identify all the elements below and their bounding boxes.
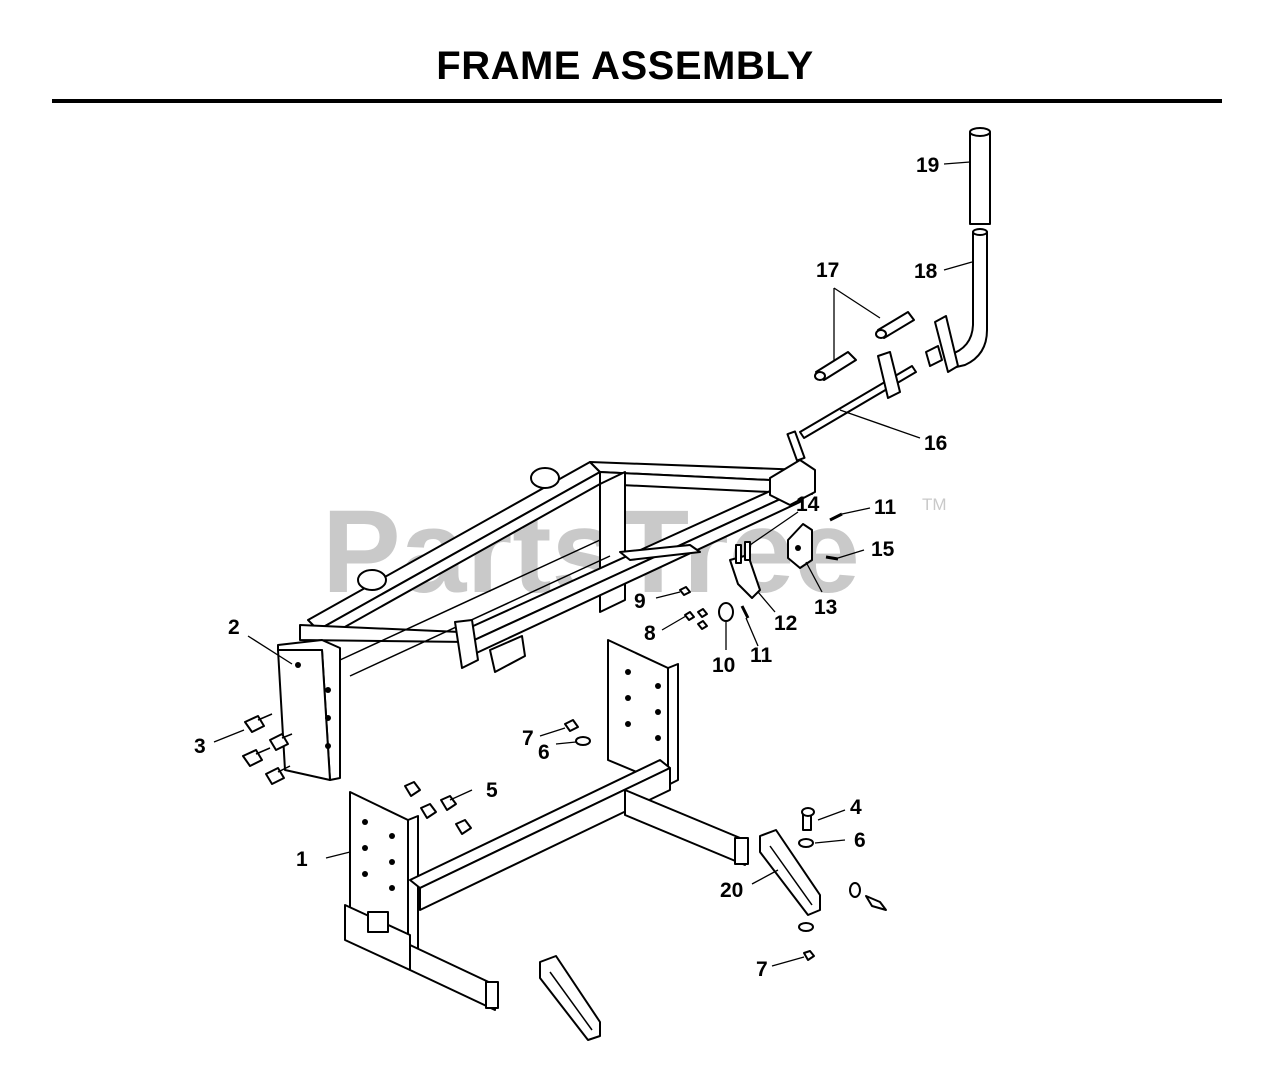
callout-14: 14 [796,493,820,516]
callout-6b: 6 [854,829,866,852]
part-stabilizer-feet [539,829,821,1041]
callout-8: 8 [644,622,656,645]
callout-4: 4 [850,796,862,819]
callout-2: 2 [228,616,240,639]
callout-6a: 6 [538,741,550,764]
callout-12: 12 [774,612,797,635]
callout-5: 5 [486,779,498,802]
callout-7a: 7 [522,727,534,750]
callout-1: 1 [296,848,308,871]
callout-10: 10 [712,654,735,677]
callout-13: 13 [814,596,837,619]
part-hardware [242,512,887,961]
callout-3: 3 [194,735,206,758]
title-underline [52,99,1222,103]
watermark-trademark: TM [922,495,947,514]
page-title: FRAME ASSEMBLY [436,44,814,88]
part-upper-frame [277,430,816,781]
callout-15: 15 [871,538,895,561]
callout-19: 19 [916,154,939,177]
callout-11a: 11 [874,496,897,519]
callout-17: 17 [816,259,839,282]
callout-11b: 11 [750,644,773,667]
callout-18: 18 [914,260,938,283]
callout-labels: 1 2 3 4 5 6 6 7 7 8 9 10 11 11 12 13 14 … [194,154,947,981]
part-lower-stand [344,639,749,1011]
callout-20: 20 [720,879,743,902]
callout-9: 9 [634,590,646,613]
leader-lines [213,161,973,967]
part-handle-assembly [799,127,991,439]
callout-7b: 7 [756,958,768,981]
callout-16: 16 [924,432,947,455]
